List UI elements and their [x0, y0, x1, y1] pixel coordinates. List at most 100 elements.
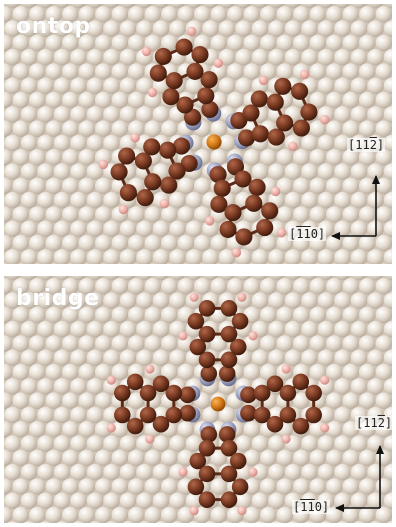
hydrogen-atom — [130, 132, 140, 143]
substrate-atom — [4, 392, 13, 409]
substrate-atom — [375, 177, 392, 195]
substrate-atom — [260, 149, 277, 166]
substrate-atom — [45, 506, 63, 523]
carbon-atom — [144, 173, 162, 191]
substrate-atom — [53, 20, 71, 37]
hydrogen-atom — [141, 46, 152, 57]
substrate-atom — [95, 6, 112, 23]
carbon-atom — [136, 189, 154, 207]
carbon-atom — [198, 300, 216, 317]
substrate-atom — [53, 134, 71, 152]
substrate-atom — [53, 349, 71, 367]
substrate-atom — [383, 435, 392, 452]
substrate-atom — [367, 77, 384, 95]
substrate-atom — [78, 392, 96, 409]
carbon-atom — [160, 176, 178, 194]
substrate-atom — [359, 149, 376, 166]
substrate-atom — [70, 20, 87, 37]
substrate-atom — [334, 292, 351, 309]
substrate-atom — [136, 20, 153, 37]
substrate-atom — [78, 91, 96, 109]
substrate-atom — [170, 4, 185, 9]
substrate-atom — [128, 335, 145, 352]
substrate-atom — [128, 234, 145, 252]
carbon-atom — [218, 365, 236, 382]
substrate-atom — [103, 48, 120, 66]
substrate-atom — [29, 34, 46, 52]
substrate-atom — [260, 234, 277, 252]
carbon-atom — [176, 96, 194, 114]
carbon-atom — [213, 179, 231, 197]
substrate-atom — [243, 449, 261, 467]
carbon-atom — [134, 152, 152, 170]
substrate-atom — [87, 276, 103, 281]
hydrogen-atom — [299, 69, 310, 80]
substrate-atom — [326, 6, 343, 23]
substrate-atom — [185, 435, 203, 452]
substrate-atom — [236, 4, 251, 9]
carbon-atom — [266, 375, 284, 393]
substrate-atom — [188, 521, 200, 523]
substrate-atom — [364, 263, 371, 264]
substrate-atom — [359, 392, 376, 409]
substrate-atom — [103, 492, 120, 510]
substrate-atom — [12, 392, 30, 409]
substrate-atom — [235, 48, 252, 66]
substrate-atom — [350, 349, 368, 367]
substrate-atom — [86, 492, 104, 510]
substrate-atom — [276, 149, 294, 166]
substrate-atom — [4, 506, 13, 523]
carbon-atom — [274, 77, 292, 95]
substrate-atom — [268, 163, 285, 180]
substrate-atom — [12, 6, 30, 23]
substrate-atom — [383, 463, 392, 481]
substrate-atom — [5, 4, 20, 9]
substrate-atom — [103, 249, 120, 264]
substrate-atom — [152, 106, 170, 123]
substrate-atom — [37, 349, 54, 367]
substrate-atom — [186, 276, 202, 281]
substrate-atom — [4, 77, 21, 95]
carbon-atom — [235, 228, 253, 246]
substrate-atom — [284, 349, 302, 367]
substrate-atom — [235, 20, 252, 37]
substrate-atom — [37, 77, 54, 95]
substrate-atom — [359, 206, 376, 223]
substrate-atom — [334, 320, 351, 338]
carbon-atom — [119, 184, 137, 202]
substrate-atom — [119, 77, 137, 95]
substrate-atom — [4, 349, 21, 367]
substrate-atom — [334, 20, 351, 37]
substrate-atom — [4, 163, 21, 180]
substrate-atom — [111, 6, 129, 23]
substrate-atom — [119, 320, 137, 338]
substrate-atom — [95, 34, 112, 52]
substrate-atom — [342, 177, 360, 195]
substrate-atom — [4, 463, 21, 481]
substrate-atom — [12, 421, 30, 438]
substrate-atom — [342, 478, 360, 495]
substrate-atom — [37, 378, 54, 395]
carbon-atom — [220, 465, 238, 483]
substrate-atom — [103, 349, 120, 367]
substrate-atom — [254, 521, 266, 523]
substrate-atom — [70, 106, 87, 123]
carbon-atom — [266, 415, 284, 433]
substrate-atom — [334, 492, 351, 510]
substrate-atom — [20, 163, 38, 180]
substrate-atom — [301, 435, 318, 452]
substrate-atom — [128, 449, 145, 467]
carbon-atom — [139, 384, 157, 402]
substrate-atom — [95, 392, 112, 409]
substrate-atom — [309, 478, 327, 495]
substrate-atom — [268, 249, 285, 264]
substrate-atom — [194, 234, 211, 252]
substrate-atom — [359, 278, 376, 295]
substrate-atom — [350, 191, 368, 209]
substrate-atom — [260, 306, 277, 324]
substrate-atom — [29, 91, 46, 109]
substrate-atom — [359, 91, 376, 109]
substrate-atom — [103, 20, 120, 37]
substrate-atom — [350, 106, 368, 123]
carbon-atom — [197, 87, 215, 105]
